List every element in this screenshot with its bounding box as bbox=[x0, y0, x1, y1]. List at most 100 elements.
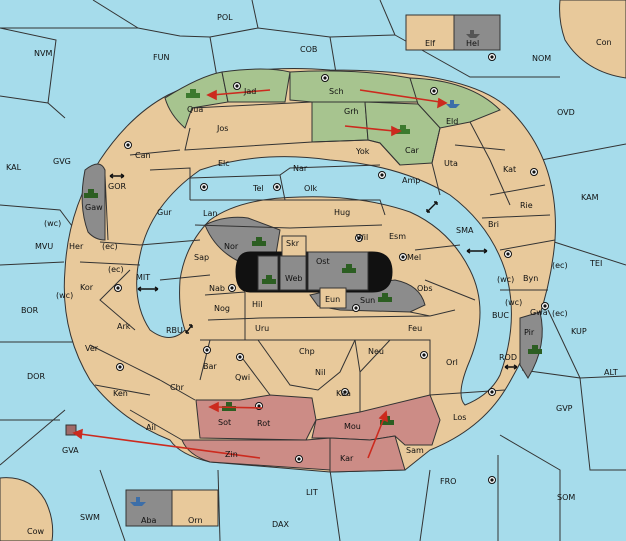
label-coast-ec: (ec) bbox=[108, 265, 124, 274]
army-icon[interactable] bbox=[222, 402, 236, 411]
label-elf: Elf bbox=[425, 39, 435, 48]
label-fro: FRO bbox=[440, 477, 456, 486]
label-wil: Wil bbox=[356, 233, 368, 242]
label-can: Can bbox=[135, 151, 151, 160]
label-ost: Ost bbox=[316, 257, 330, 266]
label-coast-wc: (wc) bbox=[497, 275, 514, 284]
supply-center-icon bbox=[236, 353, 244, 361]
province-zin[interactable] bbox=[181, 437, 331, 471]
province-con[interactable] bbox=[559, 0, 626, 79]
label-uta: Uta bbox=[444, 159, 458, 168]
label-dor: DOR bbox=[27, 372, 45, 381]
province-skr[interactable] bbox=[281, 235, 307, 257]
label-rot: Rot bbox=[257, 419, 270, 428]
province-jad[interactable] bbox=[221, 68, 291, 103]
province-eun[interactable] bbox=[319, 287, 347, 309]
province-orn[interactable] bbox=[171, 489, 219, 527]
army-icon[interactable] bbox=[378, 293, 392, 302]
province-sot[interactable] bbox=[195, 394, 317, 441]
label-sch: Sch bbox=[329, 87, 344, 96]
province-pir[interactable] bbox=[519, 311, 543, 379]
army-icon[interactable] bbox=[186, 89, 200, 98]
label-pol: POL bbox=[217, 13, 233, 22]
supply-center-icon bbox=[488, 53, 496, 61]
label-kat: Kat bbox=[503, 165, 516, 174]
province-borders bbox=[79, 101, 556, 441]
label-swm: SWM bbox=[80, 513, 100, 522]
supply-center-icon bbox=[203, 346, 211, 354]
label-kup: KUP bbox=[571, 327, 587, 336]
supply-center-icon bbox=[200, 183, 208, 191]
label-olk: Olk bbox=[304, 184, 318, 193]
supply-center-icon bbox=[541, 302, 549, 310]
province-web[interactable] bbox=[279, 255, 307, 291]
label-coast-ec: (ec) bbox=[552, 261, 568, 270]
label-eld: Eld bbox=[446, 117, 458, 126]
label-uru: Uru bbox=[255, 324, 269, 333]
label-mit: MIT bbox=[136, 273, 150, 282]
fleet-unit-icon[interactable] bbox=[65, 424, 77, 436]
label-fun: FUN bbox=[153, 53, 169, 62]
label-feu: Feu bbox=[408, 324, 422, 333]
label-grh: Grh bbox=[344, 107, 358, 116]
army-icon[interactable] bbox=[262, 275, 276, 284]
province-ost[interactable] bbox=[307, 251, 369, 291]
label-sot: Sot bbox=[218, 418, 231, 427]
supply-center-icon bbox=[399, 253, 407, 261]
label-buc: BUC bbox=[492, 311, 509, 320]
supply-center-icon bbox=[488, 388, 496, 396]
label-gvp: GVP bbox=[556, 404, 573, 413]
province-kar[interactable] bbox=[329, 435, 406, 473]
fleet-icon[interactable] bbox=[446, 100, 460, 108]
label-kaa: Kaa bbox=[336, 389, 351, 398]
province-qua[interactable] bbox=[164, 71, 229, 129]
supply-center-icon bbox=[355, 234, 363, 242]
label-nvm: NVM bbox=[34, 49, 52, 58]
province-gaw[interactable] bbox=[81, 163, 106, 241]
labels: POL NVM FUN COB NOM OVD KAL GVG KAM MVU … bbox=[6, 13, 618, 536]
province-hel[interactable] bbox=[453, 14, 501, 51]
label-lan: Lan bbox=[203, 209, 217, 218]
label-sap: Sap bbox=[194, 253, 209, 262]
label-hel: Hel bbox=[466, 39, 479, 48]
supply-center-icon bbox=[114, 284, 122, 292]
label-tel: Tel bbox=[252, 184, 264, 193]
label-sun: Sun bbox=[360, 296, 375, 305]
label-amp: Amp bbox=[402, 176, 420, 185]
province-nor[interactable] bbox=[204, 216, 281, 263]
label-orn: Orn bbox=[188, 516, 203, 525]
label-esm: Esm bbox=[389, 232, 406, 241]
supply-center-icon bbox=[488, 476, 496, 484]
label-chr: Chr bbox=[170, 383, 185, 392]
province-web-left bbox=[257, 255, 279, 291]
army-icon[interactable] bbox=[342, 264, 356, 273]
label-alt: ALT bbox=[604, 368, 618, 377]
province-cow[interactable] bbox=[0, 477, 54, 541]
label-kar: Kar bbox=[340, 454, 354, 463]
label-cob: COB bbox=[300, 45, 317, 54]
label-web: Web bbox=[285, 274, 302, 283]
fleet-icon[interactable] bbox=[466, 30, 480, 38]
army-icon[interactable] bbox=[528, 345, 542, 354]
label-nab: Nab bbox=[209, 284, 225, 293]
label-bri: Bri bbox=[488, 220, 499, 229]
supply-center-icon bbox=[341, 388, 349, 396]
label-gva: GVA bbox=[62, 446, 79, 455]
label-nil: Nil bbox=[315, 368, 325, 377]
province-grh[interactable] bbox=[311, 101, 369, 143]
label-rbu: RBU bbox=[166, 326, 183, 335]
army-icon[interactable] bbox=[252, 237, 266, 246]
label-gur: Gur bbox=[157, 208, 172, 217]
label-nar: Nar bbox=[293, 164, 308, 173]
army-icon[interactable] bbox=[84, 189, 98, 198]
label-nom: NOM bbox=[532, 54, 551, 63]
label-yok: Yok bbox=[355, 147, 370, 156]
fleet-icon[interactable] bbox=[130, 497, 146, 506]
label-kor: Kor bbox=[80, 283, 94, 292]
supply-center-icon bbox=[273, 183, 281, 191]
label-obs: Obs bbox=[417, 284, 433, 293]
army-icon[interactable] bbox=[396, 125, 410, 134]
label-kam: KAM bbox=[581, 193, 599, 202]
label-ken: Ken bbox=[113, 389, 128, 398]
